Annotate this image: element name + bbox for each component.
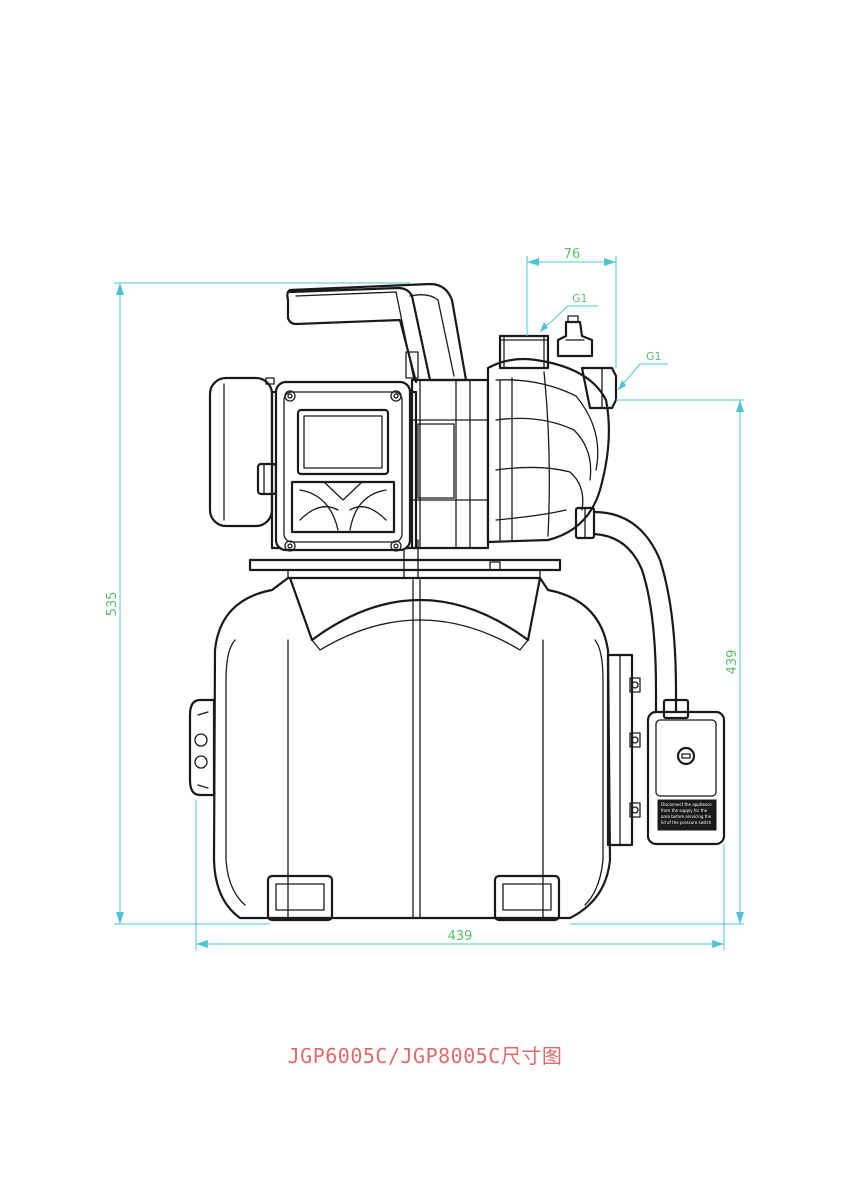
warning-label-line-1: Disconnect the appliance <box>661 802 712 807</box>
inlet-thread-label: G1 <box>572 292 588 305</box>
pump-housing <box>410 315 618 550</box>
dimensions: 535 439 439 76 G1 G1 <box>105 247 744 950</box>
pressure-tank <box>188 576 641 922</box>
pressure-switch: Disconnect the appliance from the supply… <box>646 710 726 846</box>
pump-base-plate <box>248 539 562 579</box>
warning-label-line-4: lid of the pressure switch <box>661 820 712 825</box>
flexible-hose <box>592 510 690 720</box>
outlet-thread-label: G1 <box>646 350 662 363</box>
drawing-caption: JGP6005C/JGP8005C尺寸图 <box>287 1044 563 1068</box>
dim-outlet-height: 439 <box>725 650 740 675</box>
carry-handle <box>286 282 468 384</box>
dim-base-width: 439 <box>448 929 473 944</box>
dim-inlet-offset: 76 <box>564 247 581 262</box>
warning-label-line-3: area before servicing the <box>661 814 712 819</box>
dim-total-height: 535 <box>105 592 120 617</box>
terminal-box <box>274 380 412 552</box>
warning-label-line-2: from the supply for the <box>661 808 708 813</box>
